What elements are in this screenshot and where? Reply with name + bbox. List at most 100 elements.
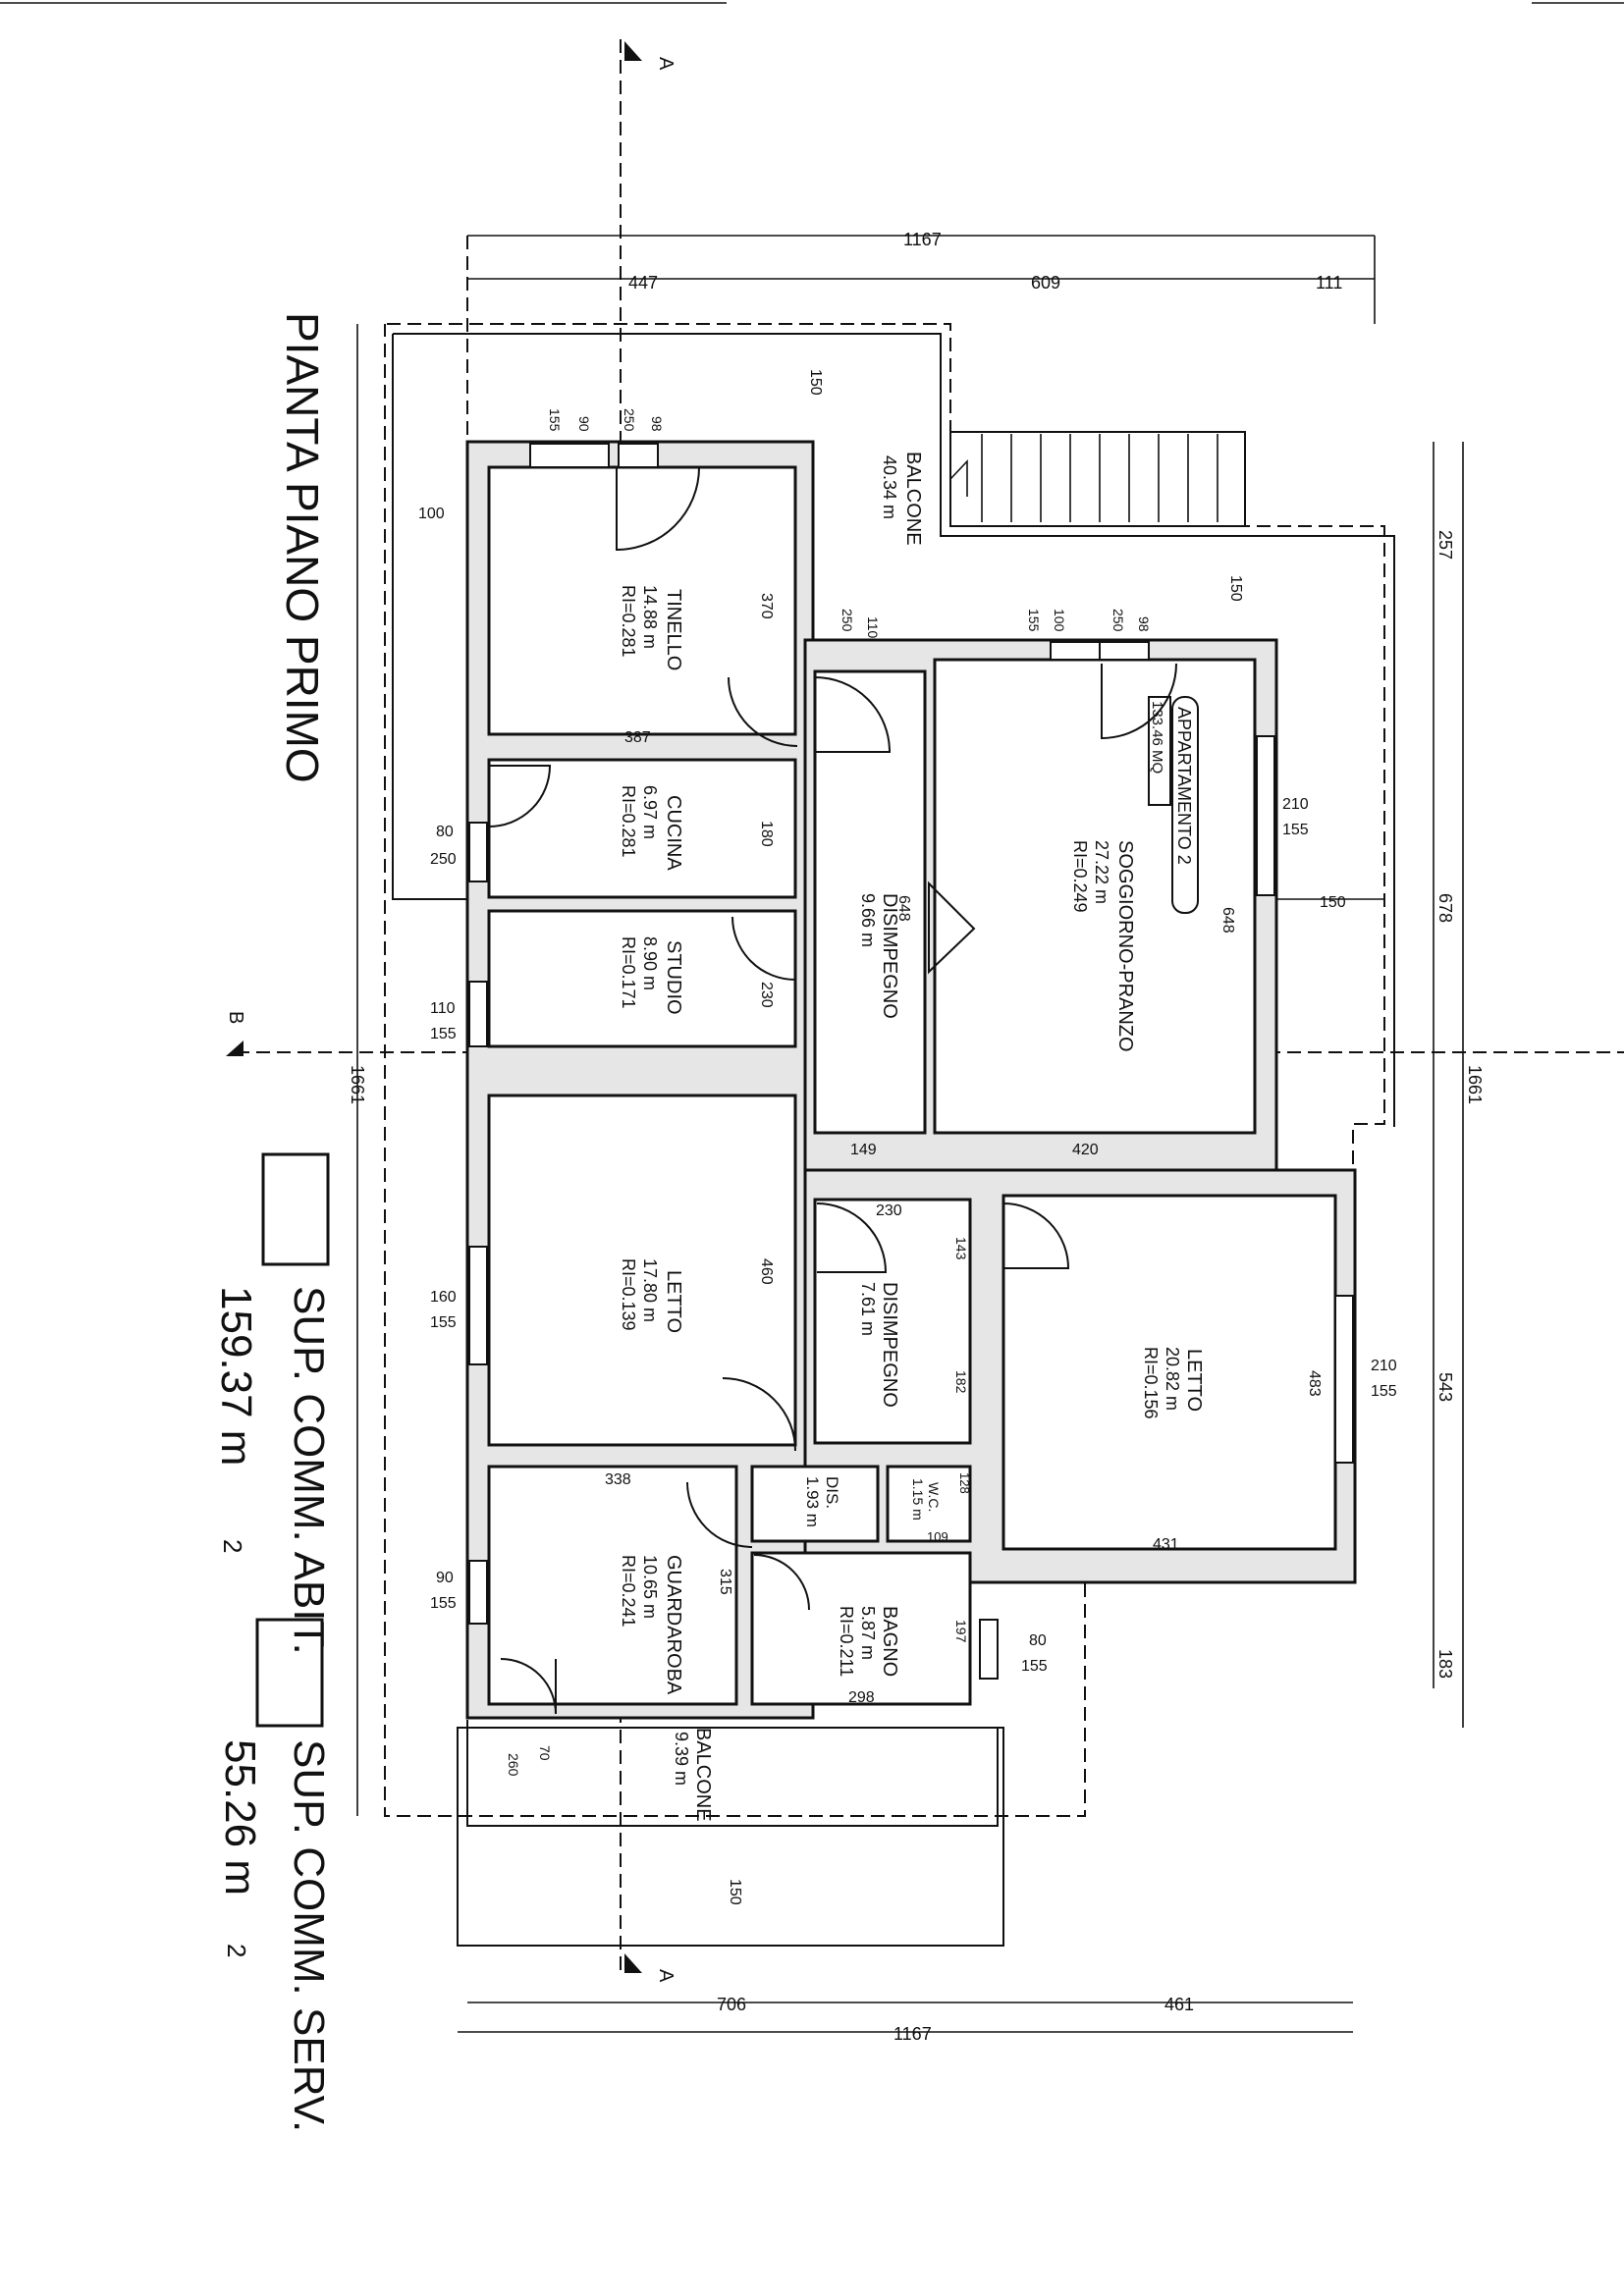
legend-serv-exponent: 2 xyxy=(222,1944,251,1957)
window-soggiorno-b xyxy=(1099,641,1150,661)
section-b-label: B xyxy=(225,1011,246,1024)
dim-387: 387 xyxy=(624,729,651,746)
dim-250c: 250 xyxy=(1110,609,1126,632)
room-disimpegno-1 xyxy=(813,669,927,1135)
guardaroba-area: 10.65 m xyxy=(640,1555,660,1619)
dim-315: 315 xyxy=(717,1569,733,1595)
dim-431: 431 xyxy=(1153,1536,1179,1553)
dim-left-total: 1661 xyxy=(348,1065,367,1104)
dim-98b: 98 xyxy=(1136,616,1152,632)
window-tinello-a xyxy=(529,443,610,468)
guardaroba-ri: RI=0.241 xyxy=(619,1555,638,1628)
door-tinello-hall xyxy=(728,676,798,747)
dim-top-total: 1167 xyxy=(903,230,942,249)
soggiorno-name: SOGGIORNO-PRANZO xyxy=(1114,840,1136,1052)
legend-serv-swatch xyxy=(255,1618,324,1728)
balcone-1-area: 40.34 m xyxy=(880,455,899,519)
win-155e: 155 xyxy=(430,1595,457,1612)
dim-100b: 100 xyxy=(1052,609,1067,632)
letto-2-area: 20.82 m xyxy=(1163,1347,1182,1411)
room-cucina xyxy=(487,758,797,899)
room-wc xyxy=(886,1465,972,1543)
win-155c: 155 xyxy=(430,1026,457,1042)
legend: SUP. COMM. ABIT. 159.37 m 2 SUP. COMM. S… xyxy=(212,1152,333,2132)
dim-bottom-b: 461 xyxy=(1164,1995,1194,2014)
dim-right-c: 543 xyxy=(1435,1372,1455,1402)
legend-abit-label: SUP. COMM. ABIT. xyxy=(285,1286,333,1655)
window-guardaroba xyxy=(468,1560,488,1625)
window-soggiorno-right xyxy=(1256,735,1275,896)
legend-abit-value: 159.37 m xyxy=(212,1286,260,1466)
tinello-area: 14.88 m xyxy=(640,585,660,649)
door-letto-1 xyxy=(722,1377,796,1452)
room-bagno xyxy=(750,1551,972,1706)
dim-143: 143 xyxy=(953,1237,969,1260)
dim-109: 109 xyxy=(927,1529,948,1544)
letto-1-ri: RI=0.139 xyxy=(619,1258,638,1331)
cucina-name: CUCINA xyxy=(663,795,684,871)
legend-serv-value: 55.26 m xyxy=(216,1739,264,1896)
dim-bottom-a: 706 xyxy=(717,1995,746,2014)
win-80a: 80 xyxy=(436,824,454,840)
dim-149: 149 xyxy=(850,1142,877,1158)
dim-155a: 155 xyxy=(547,408,563,432)
balcone-1-outline xyxy=(393,333,1395,1127)
cucina-ri: RI=0.281 xyxy=(619,785,638,858)
dim-180: 180 xyxy=(758,821,775,847)
window-studio xyxy=(468,981,488,1047)
dim-bottom-total: 1167 xyxy=(893,2024,932,2044)
win-160: 160 xyxy=(430,1289,457,1306)
dim-483: 483 xyxy=(1306,1370,1323,1397)
apartment-area: 133.46 MQ xyxy=(1149,701,1165,774)
dim-100: 100 xyxy=(418,506,445,522)
room-letto-2 xyxy=(1001,1194,1337,1551)
room-disimpegno-2 xyxy=(813,1198,972,1445)
dim-230b: 230 xyxy=(876,1202,902,1219)
door-guardaroba-balcony xyxy=(500,1658,557,1715)
room-tinello xyxy=(487,465,797,736)
bagno-area: 5.87 m xyxy=(858,1606,878,1660)
wc-name: W.C. xyxy=(926,1482,942,1512)
dim-460: 460 xyxy=(758,1258,775,1285)
tinello-name: TINELLO xyxy=(663,589,684,670)
outer-dashed-outline xyxy=(384,323,1385,1817)
studio-name: STUDIO xyxy=(663,940,684,1015)
win-155d: 155 xyxy=(430,1314,457,1331)
balcone-2-inner xyxy=(466,1727,999,1827)
dimension-lines xyxy=(356,235,1464,2033)
disimpegno-2-area: 7.61 m xyxy=(858,1282,878,1336)
room-guardaroba xyxy=(487,1465,738,1706)
dim-150b: 150 xyxy=(1227,575,1244,602)
legend-abit-exponent: 2 xyxy=(218,1539,247,1553)
win-210b: 210 xyxy=(1371,1358,1397,1374)
dim-298: 298 xyxy=(848,1689,875,1706)
balcone-2-name: BALCONE xyxy=(692,1728,714,1822)
section-a-bottom-label: A xyxy=(655,1969,677,1983)
door-cucina xyxy=(488,765,552,828)
balcone-1-name: BALCONE xyxy=(902,452,924,546)
bagno-name: BAGNO xyxy=(879,1606,900,1677)
dim-420: 420 xyxy=(1072,1142,1099,1158)
section-b-marker xyxy=(226,1041,244,1056)
window-cucina xyxy=(468,822,488,882)
win-155f: 155 xyxy=(1282,822,1309,838)
win-90: 90 xyxy=(436,1570,454,1586)
dim-right-b: 678 xyxy=(1435,893,1455,923)
cucina-area: 6.97 m xyxy=(640,785,660,839)
door-double-living xyxy=(928,881,976,975)
dim-128: 128 xyxy=(957,1472,972,1494)
door-tinello xyxy=(616,466,700,552)
window-bagno xyxy=(979,1619,999,1680)
door-disimpegno-2 xyxy=(816,1202,888,1273)
dim-right-d: 183 xyxy=(1435,1649,1455,1679)
door-bagno xyxy=(753,1554,810,1611)
door-disimpegno-1 xyxy=(814,676,892,753)
dim-648a: 648 xyxy=(895,895,912,922)
dim-90: 90 xyxy=(576,416,592,432)
studio-ri: RI=0.171 xyxy=(619,936,638,1009)
legend-abit-swatch xyxy=(261,1152,330,1266)
door-dis xyxy=(686,1481,753,1548)
soggiorno-ri: RI=0.249 xyxy=(1070,840,1090,913)
dim-top-b: 609 xyxy=(1031,273,1060,293)
